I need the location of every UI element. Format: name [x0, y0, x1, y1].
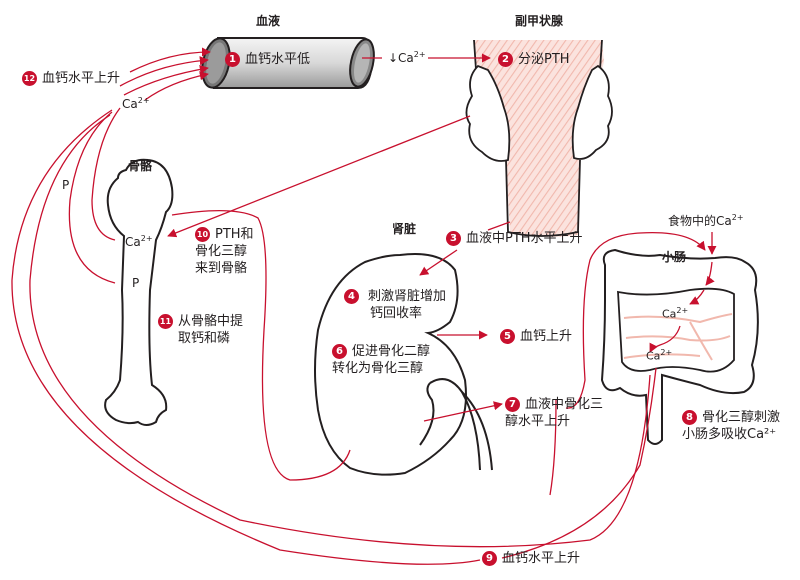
title-parathyroid: 副甲状腺: [515, 14, 564, 28]
intestine-calcium-label-2: Ca2+: [646, 348, 673, 363]
title-bone: 骨骼: [128, 159, 153, 173]
phosphorus-label: P: [62, 178, 70, 192]
parathyroid-gland-icon: [465, 39, 613, 237]
step-number-badge: 8: [682, 410, 697, 425]
bone-calcium-label: Ca2+: [125, 234, 153, 249]
bone-phosphorus-label: P: [132, 276, 140, 290]
step-number-badge: 7: [505, 397, 520, 412]
flow-lines: [11, 47, 717, 565]
low-calcium-label: ↓Ca2+: [388, 50, 426, 65]
title-intestine: 小肠: [662, 250, 687, 264]
step-number-badge: 11: [158, 314, 173, 329]
title-kidney: 肾脏: [392, 222, 417, 236]
intestine-icon: [600, 248, 759, 445]
step-number-badge: 4: [344, 289, 359, 304]
step-number-badge: 5: [500, 329, 515, 344]
step-number-badge: 3: [446, 231, 461, 246]
step-number-badge: 12: [22, 71, 37, 86]
step-number-badge: 9: [482, 551, 497, 566]
intestine-calcium-label-1: Ca2+: [662, 306, 689, 321]
bone-icon: [104, 158, 174, 426]
step-number-badge: 1: [225, 52, 240, 67]
title-blood: 血液: [256, 14, 281, 28]
step-number-badge: 10: [195, 227, 210, 242]
step-number-badge: 2: [498, 52, 513, 67]
calcium-ion-label: Ca2+: [122, 96, 150, 111]
step-number-badge: 6: [332, 344, 347, 359]
dietary-calcium-label: 食物中的Ca2+: [668, 213, 744, 228]
